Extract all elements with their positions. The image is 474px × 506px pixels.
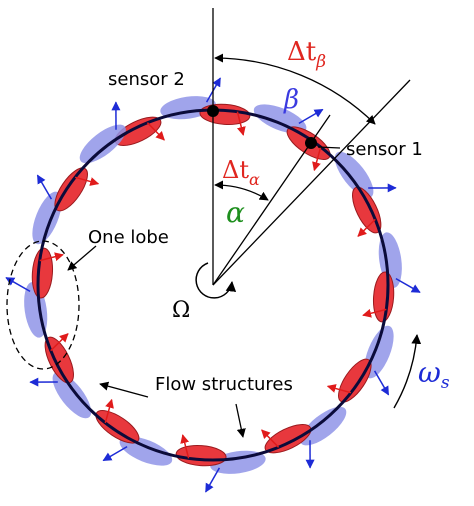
red-flow-arrow (312, 146, 322, 172)
blue-flow-arrow (395, 277, 421, 293)
red-flow-arrow (261, 429, 280, 448)
one-lobe-ellipse (6, 240, 80, 370)
red-flow-arrow (357, 218, 376, 237)
beta-line (212, 79, 411, 286)
red-flow-arrow (104, 398, 114, 424)
red-flow-arrow (39, 252, 64, 262)
red-flow-arrow (362, 308, 387, 318)
delta-t-alpha-arc (214, 180, 269, 201)
red-flow-arrow (326, 384, 352, 394)
blue-flow-arrow (205, 467, 221, 493)
delta-t-alpha-label: Δtα (222, 156, 260, 189)
blue-flow-arrow (102, 445, 128, 462)
flow-structures-label: Flow structures (155, 374, 293, 395)
omega-s-arrow (393, 334, 422, 409)
blue-flow-lobe (79, 124, 126, 164)
red-flow-arrow (74, 176, 100, 186)
red-flow-arrow (50, 333, 69, 352)
one-lobe-label: One lobe (88, 227, 169, 248)
blue-flow-lobe (300, 406, 347, 446)
red-flow-lobe (31, 247, 54, 299)
beta-label: β (283, 85, 299, 115)
sensor1-pointer (317, 146, 341, 149)
omega-label: Ω (172, 298, 190, 323)
delta-t-beta-label: Δtβ (287, 37, 326, 72)
sensor-1-label: sensor 1 (346, 139, 423, 160)
red-flow-arrow (180, 434, 190, 459)
flow-structures-pointer-left (99, 381, 149, 398)
blue-flow-arrow (36, 174, 53, 200)
blue-flow-lobe (334, 151, 374, 198)
sensor-2-dot (207, 105, 219, 117)
one-lobe-pointer (67, 245, 97, 271)
sensor-2-label: sensor 2 (108, 69, 185, 90)
red-flow-lobe (372, 271, 395, 323)
blue-flow-arrow (373, 370, 390, 396)
red-flow-lobe (175, 444, 227, 467)
sensor-1-dot (305, 137, 317, 149)
blue-flow-lobe (52, 372, 92, 419)
omega-rotation-arrow (195, 262, 237, 299)
delta-t-beta-arc (214, 53, 376, 125)
red-flow-arrow (146, 122, 165, 141)
blue-flow-arrow (298, 108, 324, 125)
blue-flow-lobe (119, 436, 173, 466)
alpha-label: α (226, 196, 245, 229)
blue-flow-lobe (32, 191, 62, 245)
blue-flow-lobe (364, 325, 394, 379)
omega-s-label: ωs (418, 356, 450, 393)
red-flow-lobe (199, 103, 251, 126)
flow-structures-pointer-right (235, 403, 246, 438)
